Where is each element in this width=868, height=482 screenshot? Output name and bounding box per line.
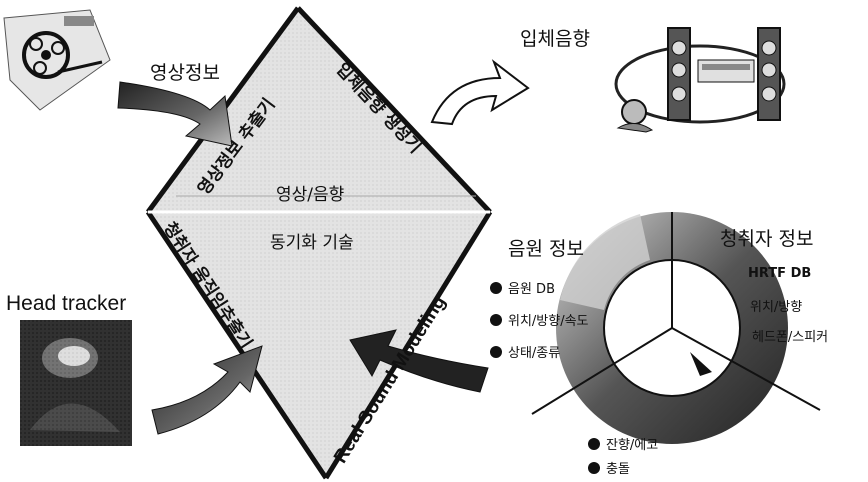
source-item-label: 음원 DB	[508, 282, 555, 297]
listener-ring	[531, 212, 821, 444]
speaker-setup-icon	[614, 27, 786, 133]
arrow-source-in	[349, 329, 489, 393]
head-tracker-image	[20, 320, 132, 446]
bullet-icon	[490, 313, 502, 326]
center-label-line1: 영상/음향	[276, 185, 345, 205]
ring-item: 충돌	[588, 458, 630, 477]
listener-info-title: 청취자 정보	[720, 228, 814, 250]
bullet-icon	[490, 345, 502, 358]
arrow-video-in	[117, 81, 233, 147]
listener-item: 위치/방향	[750, 300, 803, 315]
source-item: 위치/방향/속도	[490, 310, 589, 329]
video-info-label: 영상정보	[150, 62, 220, 84]
arrow-sound-out	[430, 59, 530, 126]
listener-item: 헤드폰/스피커	[752, 330, 829, 345]
source-info-title: 음원 정보	[508, 238, 584, 260]
bullet-icon	[588, 461, 600, 474]
listener-item: HRTF DB	[748, 266, 812, 281]
source-item: 상태/종류	[490, 342, 560, 361]
arrow-head-tracker-in	[151, 345, 263, 435]
source-item-label: 상태/종류	[508, 346, 561, 361]
film-reel-icon	[3, 9, 111, 111]
ring-item-label: 잔향/에코	[606, 438, 659, 453]
stereo-sound-label: 입체음향	[520, 28, 590, 50]
ring-item: 잔향/에코	[588, 434, 658, 453]
center-label-line2: 동기화 기술	[270, 233, 354, 253]
bullet-icon	[490, 281, 502, 294]
source-item: 음원 DB	[490, 278, 555, 297]
bullet-icon	[588, 437, 600, 450]
ring-item-label: 충돌	[606, 462, 630, 477]
diamond	[145, 6, 493, 480]
head-tracker-label: Head tracker	[6, 292, 127, 315]
source-item-label: 위치/방향/속도	[508, 314, 589, 329]
